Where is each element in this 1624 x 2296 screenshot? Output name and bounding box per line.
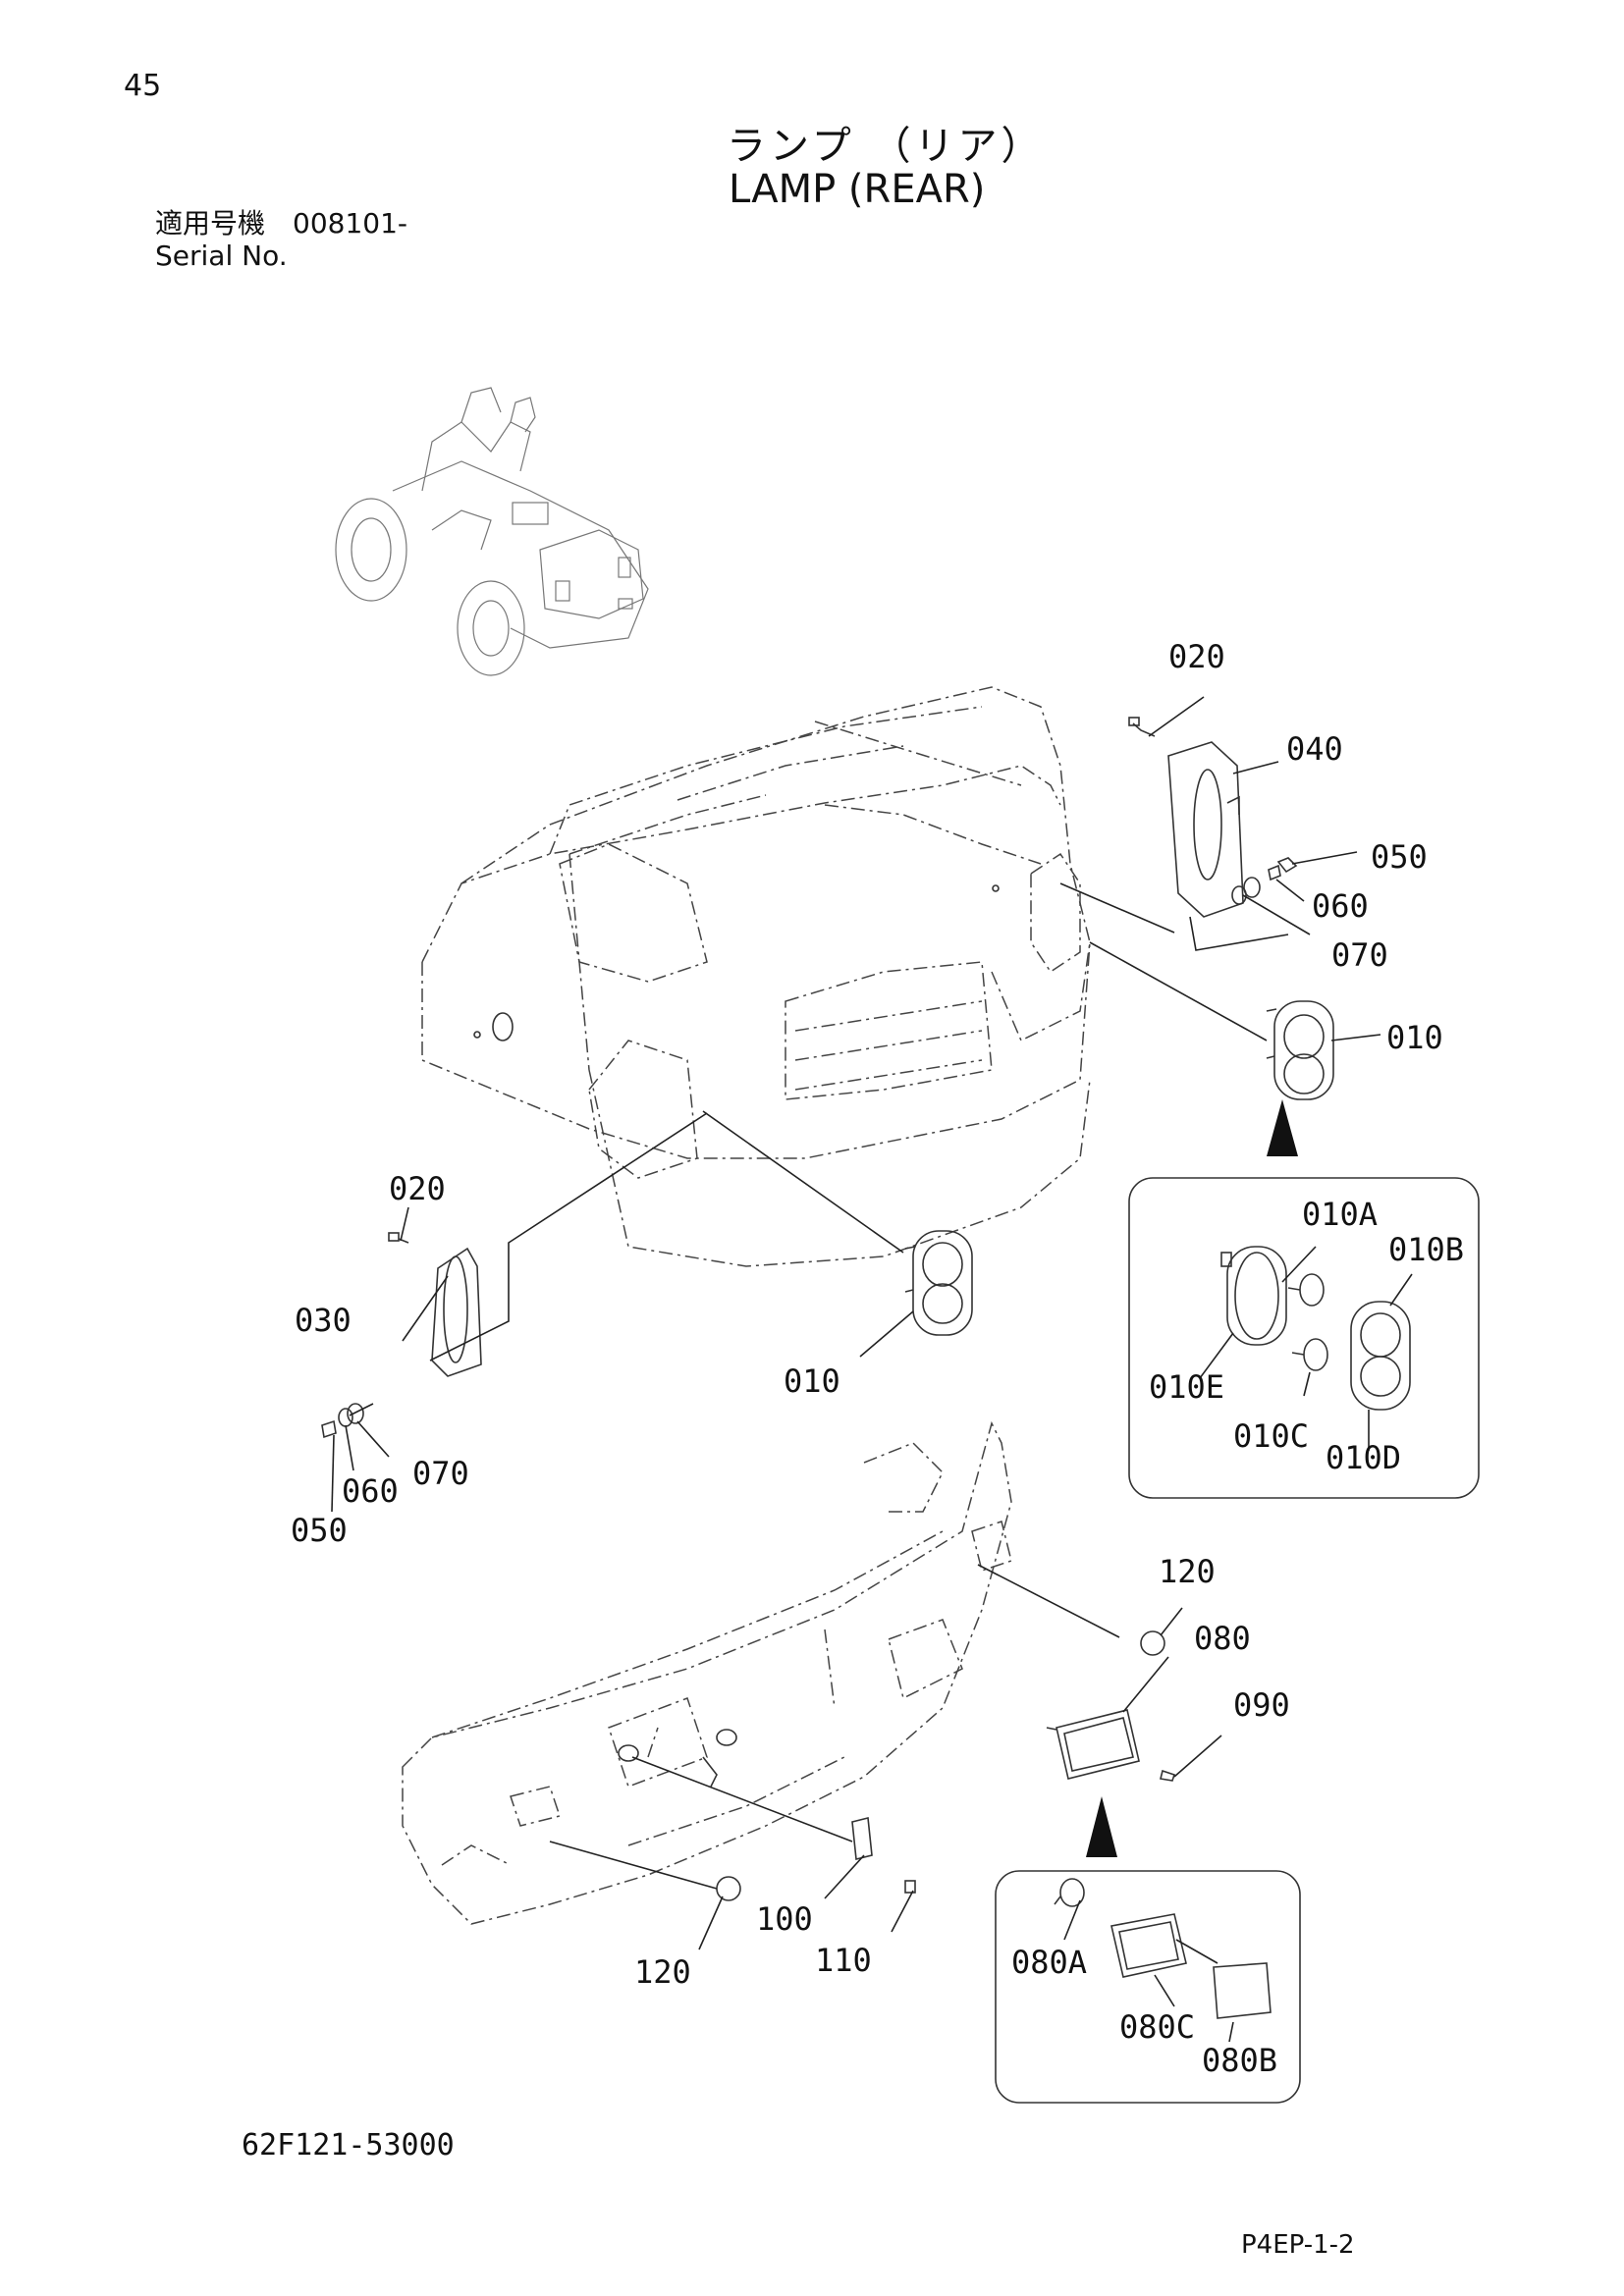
leader-lines [331,696,1413,2043]
callout-label: 060 [342,1472,399,1510]
callout-label: 030 [295,1302,352,1339]
left-lamp-assembly [321,1230,973,1439]
license-lamp-assembly [716,1630,1176,1901]
callout-label: 040 [1286,730,1343,768]
serial-label-english: Serial No. [155,240,288,272]
callout-label: 080A [1011,1944,1087,1981]
title-japanese: ランプ （リア） [727,124,1045,169]
rear-hood-panel [421,686,1091,1267]
callout-label: 110 [815,1942,872,1979]
tractor-overview-illustration [335,387,649,676]
callout-label: 120 [1159,1553,1216,1590]
callout-label: 010C [1233,1417,1309,1455]
title-english: LAMP (REAR) [729,167,986,212]
callout-label: 010B [1388,1231,1464,1268]
callout-label: 010D [1326,1439,1401,1476]
rear-bumper [402,1420,1012,1925]
callout-label: 080C [1119,2008,1195,2046]
callout-label: 010 [1386,1019,1443,1056]
page-code: P4EP-1-2 [1241,2230,1355,2260]
serial-label-japanese: 適用号機 008101- [155,207,407,240]
callout-label: 050 [1371,838,1428,876]
callout-label: 070 [412,1455,469,1492]
callout-label: 010A [1302,1196,1378,1233]
callout-labels: 020 040 050 060 070 010 010A 010B 010E 0… [291,638,1464,2079]
detail-box-080 [995,1796,1301,2104]
callout-label: 120 [634,1953,691,1991]
callout-label: 070 [1331,936,1388,974]
callout-label: 060 [1312,887,1369,925]
callout-label: 020 [389,1170,446,1207]
document-number: 62F121-53000 [242,2128,455,2163]
callout-label: 080 [1194,1620,1251,1657]
right-lamp-assembly [1128,717,1334,1100]
callout-label: 010E [1149,1368,1224,1406]
callout-label: 080B [1202,2042,1277,2079]
callout-label: 010 [784,1362,840,1400]
detail-box-010 [1128,1099,1480,1499]
callout-label: 090 [1233,1686,1290,1724]
callout-label: 020 [1168,638,1225,675]
callout-label: 100 [756,1900,813,1938]
callout-label: 050 [291,1512,348,1549]
page-number: 45 [124,69,162,103]
